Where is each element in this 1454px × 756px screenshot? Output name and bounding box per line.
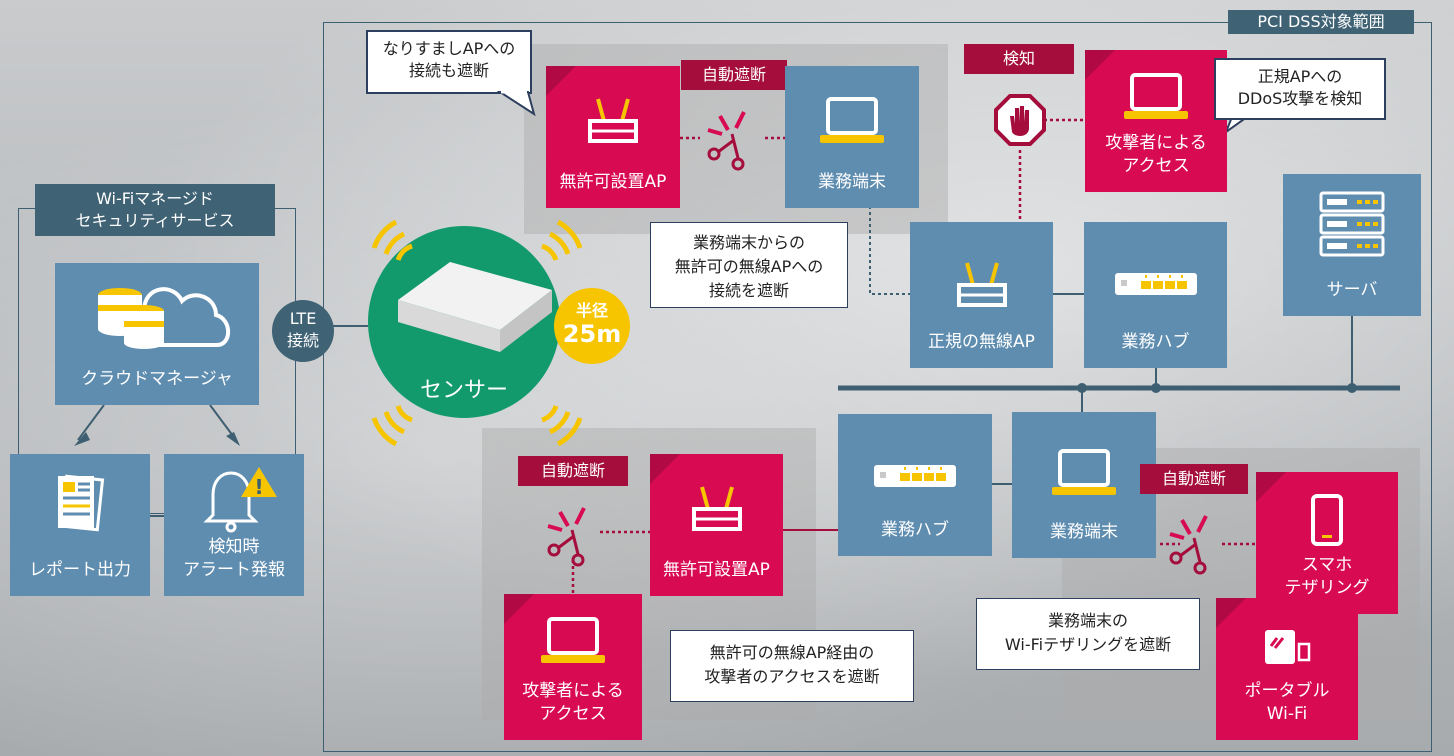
alert-label-line1: 検知時	[208, 537, 260, 558]
database-cloud-icon	[55, 275, 259, 355]
smartphone-icon	[1256, 488, 1398, 552]
scissors-icon-bottom-right	[1166, 504, 1226, 580]
device-rogue-callout-line3: 接続を遮断	[708, 281, 789, 300]
rogue-ap-tile-top[interactable]: 無許可設置AP	[546, 66, 680, 208]
portable-line1: ポータブル	[1244, 681, 1330, 702]
spoof-ap-bubble: なりすましAPへの 接続も遮断	[366, 30, 532, 94]
business-device-label-top: 業務端末	[818, 172, 886, 193]
spoof-ap-bubble-line1: なりすましAPへの	[382, 39, 516, 58]
pci-scope-frame	[323, 22, 1432, 752]
business-device-label-bottom: 業務端末	[1050, 522, 1118, 543]
router-icon	[650, 476, 783, 540]
switch-hub-icon	[838, 444, 992, 508]
managed-service-title: Wi-Fiマネージド セキュリティサービス	[35, 184, 275, 236]
ddos-bubble-line1: 正規APへの	[1257, 67, 1343, 86]
hub-top-label: 業務ハブ	[1121, 332, 1190, 353]
scissors-icon-top	[704, 100, 764, 176]
document-icon	[10, 472, 150, 536]
bell-warning-icon: !	[164, 466, 304, 533]
server-label: サーバ	[1326, 280, 1378, 301]
tethering-callout-line2: Wi-Fiテザリングを遮断	[1004, 635, 1172, 654]
attacker-label-bottom: 攻撃者による アクセス	[504, 680, 642, 726]
pci-scope-label: PCI DSS対象範囲	[1228, 10, 1414, 34]
legit-ap-label: 正規の無線AP	[928, 332, 1035, 353]
portable-line2: Wi-Fi	[1266, 704, 1308, 725]
tethering-callout: 業務端末の Wi-Fiテザリングを遮断	[976, 598, 1200, 670]
report-output-label: レポート出力	[29, 560, 131, 581]
spoof-ap-bubble-line2: 接続も遮断	[408, 61, 489, 80]
rogue-attacker-callout-line1: 無許可の無線AP経由の	[709, 643, 875, 662]
signal-waves-icon	[371, 219, 583, 447]
tethering-callout-line1: 業務端末の	[1047, 611, 1128, 630]
laptop-icon	[504, 608, 642, 672]
server-tile[interactable]: サーバ	[1283, 174, 1421, 316]
rogue-attacker-callout-line2: 攻撃者のアクセスを遮断	[704, 667, 880, 686]
auto-block-tag-bottom-right: 自動遮断	[1140, 464, 1248, 494]
lte-line1: LTE	[289, 309, 317, 328]
business-device-tile-bottom[interactable]: 業務端末	[1012, 412, 1156, 558]
attacker-bottom-line2: アクセス	[539, 704, 607, 725]
router-icon	[910, 252, 1053, 316]
alert-label: 検知時 アラート発報	[164, 536, 304, 582]
attacker-tile-top[interactable]: 攻撃者による アクセス	[1085, 50, 1227, 192]
hub-tile-bottom[interactable]: 業務ハブ	[838, 414, 992, 556]
device-rogue-callout-line1: 業務端末からの	[692, 233, 805, 252]
smartphone-line2: テザリング	[1284, 578, 1370, 599]
cloud-manager-label: クラウドマネージャ	[81, 369, 233, 390]
scissors-icon-bottom-left	[544, 496, 604, 572]
sensor-radius-value: 25m	[562, 320, 622, 348]
legit-ap-tile[interactable]: 正規の無線AP	[910, 222, 1053, 368]
smartphone-line1: スマホ	[1301, 555, 1353, 576]
laptop-icon	[785, 88, 919, 152]
laptop-icon	[1012, 440, 1156, 504]
managed-service-title-line2: セキュリティサービス	[75, 211, 235, 230]
attacker-label-top: 攻撃者による アクセス	[1085, 132, 1227, 178]
report-output-tile[interactable]: レポート出力	[10, 454, 150, 596]
server-rack-icon	[1283, 191, 1421, 257]
cloud-manager-tile[interactable]: クラウドマネージャ	[55, 263, 259, 405]
smartphone-tethering-tile[interactable]: スマホ テザリング	[1256, 472, 1398, 614]
laptop-icon	[1085, 64, 1227, 128]
managed-service-title-line1: Wi-Fiマネージド	[96, 189, 214, 208]
auto-block-tag-top: 自動遮断	[681, 60, 787, 90]
lte-line2: 接続	[286, 331, 319, 350]
device-rogue-callout: 業務端末からの 無許可の無線APへの 接続を遮断	[650, 222, 848, 308]
rogue-ap-tile-bottom[interactable]: 無許可設置AP	[650, 454, 783, 596]
sensor-radius-badge: 半径 25m	[554, 288, 630, 364]
sensor-label: センサー	[419, 378, 508, 403]
rogue-ap-label-top: 無許可設置AP	[559, 172, 667, 193]
portable-wifi-label: ポータブル Wi-Fi	[1216, 680, 1358, 726]
portable-wifi-icon	[1216, 616, 1358, 680]
svg-text:!: !	[254, 475, 263, 499]
alert-label-line2: アラート発報	[183, 560, 285, 581]
device-rogue-callout-line2: 無許可の無線APへの	[674, 257, 824, 276]
ddos-bubble: 正規APへの DDoS攻撃を検知	[1214, 58, 1386, 120]
detect-tag: 検知	[964, 44, 1074, 74]
switch-hub-icon	[1084, 252, 1227, 316]
hub-tile-top[interactable]: 業務ハブ	[1084, 222, 1227, 368]
hub-bottom-label: 業務ハブ	[881, 520, 949, 541]
attacker-tile-bottom[interactable]: 攻撃者による アクセス	[504, 594, 642, 740]
ddos-bubble-line2: DDoS攻撃を検知	[1237, 89, 1363, 108]
auto-block-tag-bottom-left: 自動遮断	[518, 456, 628, 486]
alert-tile[interactable]: ! 検知時 アラート発報	[164, 454, 304, 596]
portable-wifi-tile[interactable]: ポータブル Wi-Fi	[1216, 598, 1358, 740]
sensor-radius-label: 半径	[575, 301, 608, 320]
attacker-bottom-line1: 攻撃者による	[522, 681, 624, 702]
business-device-tile-top[interactable]: 業務端末	[785, 66, 919, 208]
rogue-attacker-callout: 無許可の無線AP経由の 攻撃者のアクセスを遮断	[670, 630, 914, 702]
rogue-ap-label-bottom: 無許可設置AP	[663, 560, 770, 581]
router-icon	[546, 88, 680, 152]
attacker-top-line2: アクセス	[1122, 156, 1190, 177]
stop-hand-icon	[994, 94, 1046, 146]
sensor-device-icon	[398, 262, 552, 352]
lte-connection-badge: LTE 接続	[272, 300, 334, 362]
smartphone-label: スマホ テザリング	[1256, 554, 1398, 600]
attacker-top-line1: 攻撃者による	[1105, 133, 1207, 154]
